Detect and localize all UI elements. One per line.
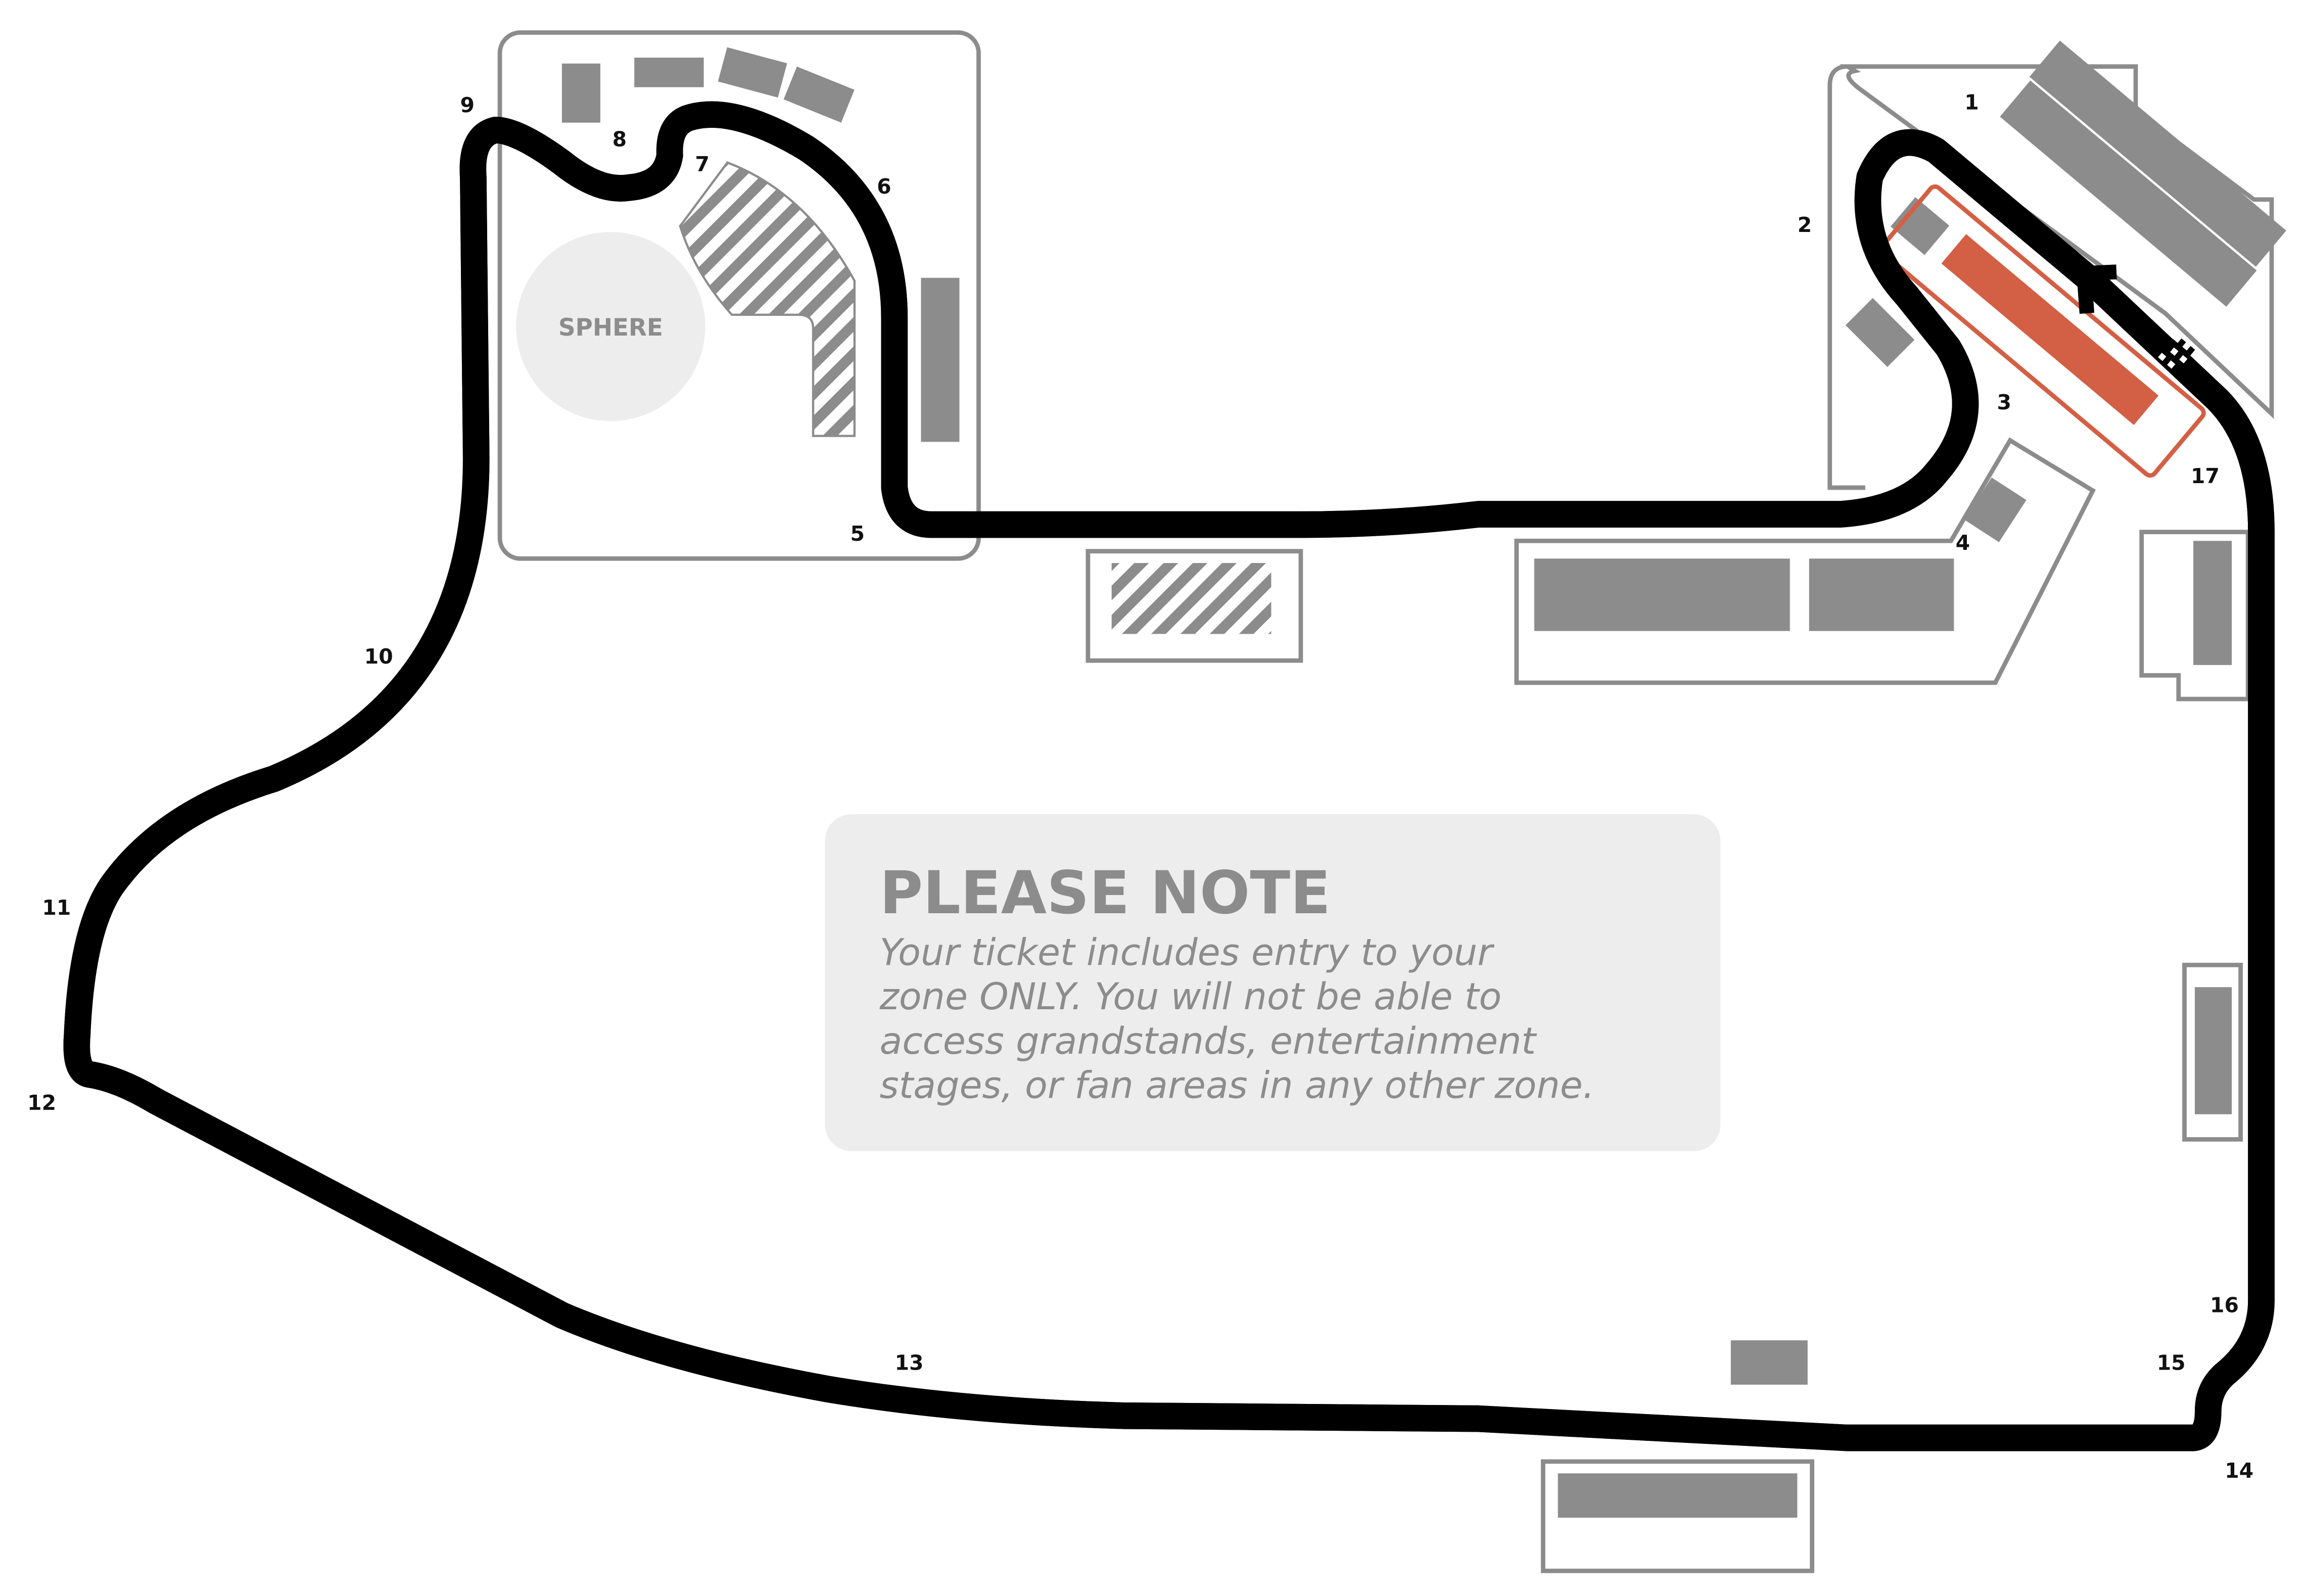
turn-label: 10 <box>364 644 393 669</box>
start-finish-line-icon <box>2156 335 2195 375</box>
selected-zone-outline[interactable] <box>1879 184 2206 478</box>
turn-label: 9 <box>460 93 474 117</box>
note-line: stages, or fan areas in any other zone. <box>880 1064 1595 1107</box>
race-track <box>77 115 2262 1451</box>
turn-label: 14 <box>2225 1459 2253 1483</box>
turn-label: 3 <box>1997 390 2011 414</box>
note-line: access grandstands, entertainment <box>880 1020 1537 1063</box>
turn-label: 5 <box>850 522 864 546</box>
note-line: zone ONLY. You will not be able to <box>879 975 1502 1018</box>
turn-label: 8 <box>613 127 627 151</box>
grandstands <box>561 40 2286 1518</box>
hatched-area <box>1111 563 1272 634</box>
turn-label: 4 <box>1956 531 1970 555</box>
sphere-label: SPHERE <box>558 314 663 342</box>
zone-14[interactable] <box>1541 1459 1815 1573</box>
turn-label: 2 <box>1798 213 1812 237</box>
hatched-area <box>679 161 856 437</box>
zone-16[interactable] <box>2182 963 2243 1142</box>
hatched-zone[interactable] <box>1086 549 1303 663</box>
sphere-zone[interactable] <box>497 30 981 561</box>
turn-label: 15 <box>2157 1351 2186 1375</box>
turn-label: 6 <box>877 174 891 199</box>
turn-1-zone[interactable] <box>1827 64 2274 490</box>
turn-label: 12 <box>27 1091 56 1115</box>
turn-labels: 1 2 3 4 5 6 7 8 9 10 11 12 13 14 15 16 1… <box>27 90 2253 1483</box>
selected-grandstand[interactable] <box>1941 234 2159 425</box>
turn-label: 13 <box>895 1351 924 1375</box>
turn-label: 17 <box>2191 464 2220 488</box>
note-title: PLEASE NOTE <box>880 858 1331 927</box>
note-line: Your ticket includes entry to your <box>880 931 1495 974</box>
turn-label: 11 <box>42 896 71 920</box>
please-note-panel: PLEASE NOTE Your ticket includes entry t… <box>825 814 1721 1151</box>
direction-arrow-icon <box>2077 264 2117 314</box>
turn-label: 16 <box>2210 1293 2239 1318</box>
turn-label: 7 <box>695 152 709 176</box>
turn-label: 1 <box>1964 90 1979 114</box>
turn-4-zone[interactable] <box>1514 437 2096 685</box>
sphere-venue <box>516 232 705 421</box>
